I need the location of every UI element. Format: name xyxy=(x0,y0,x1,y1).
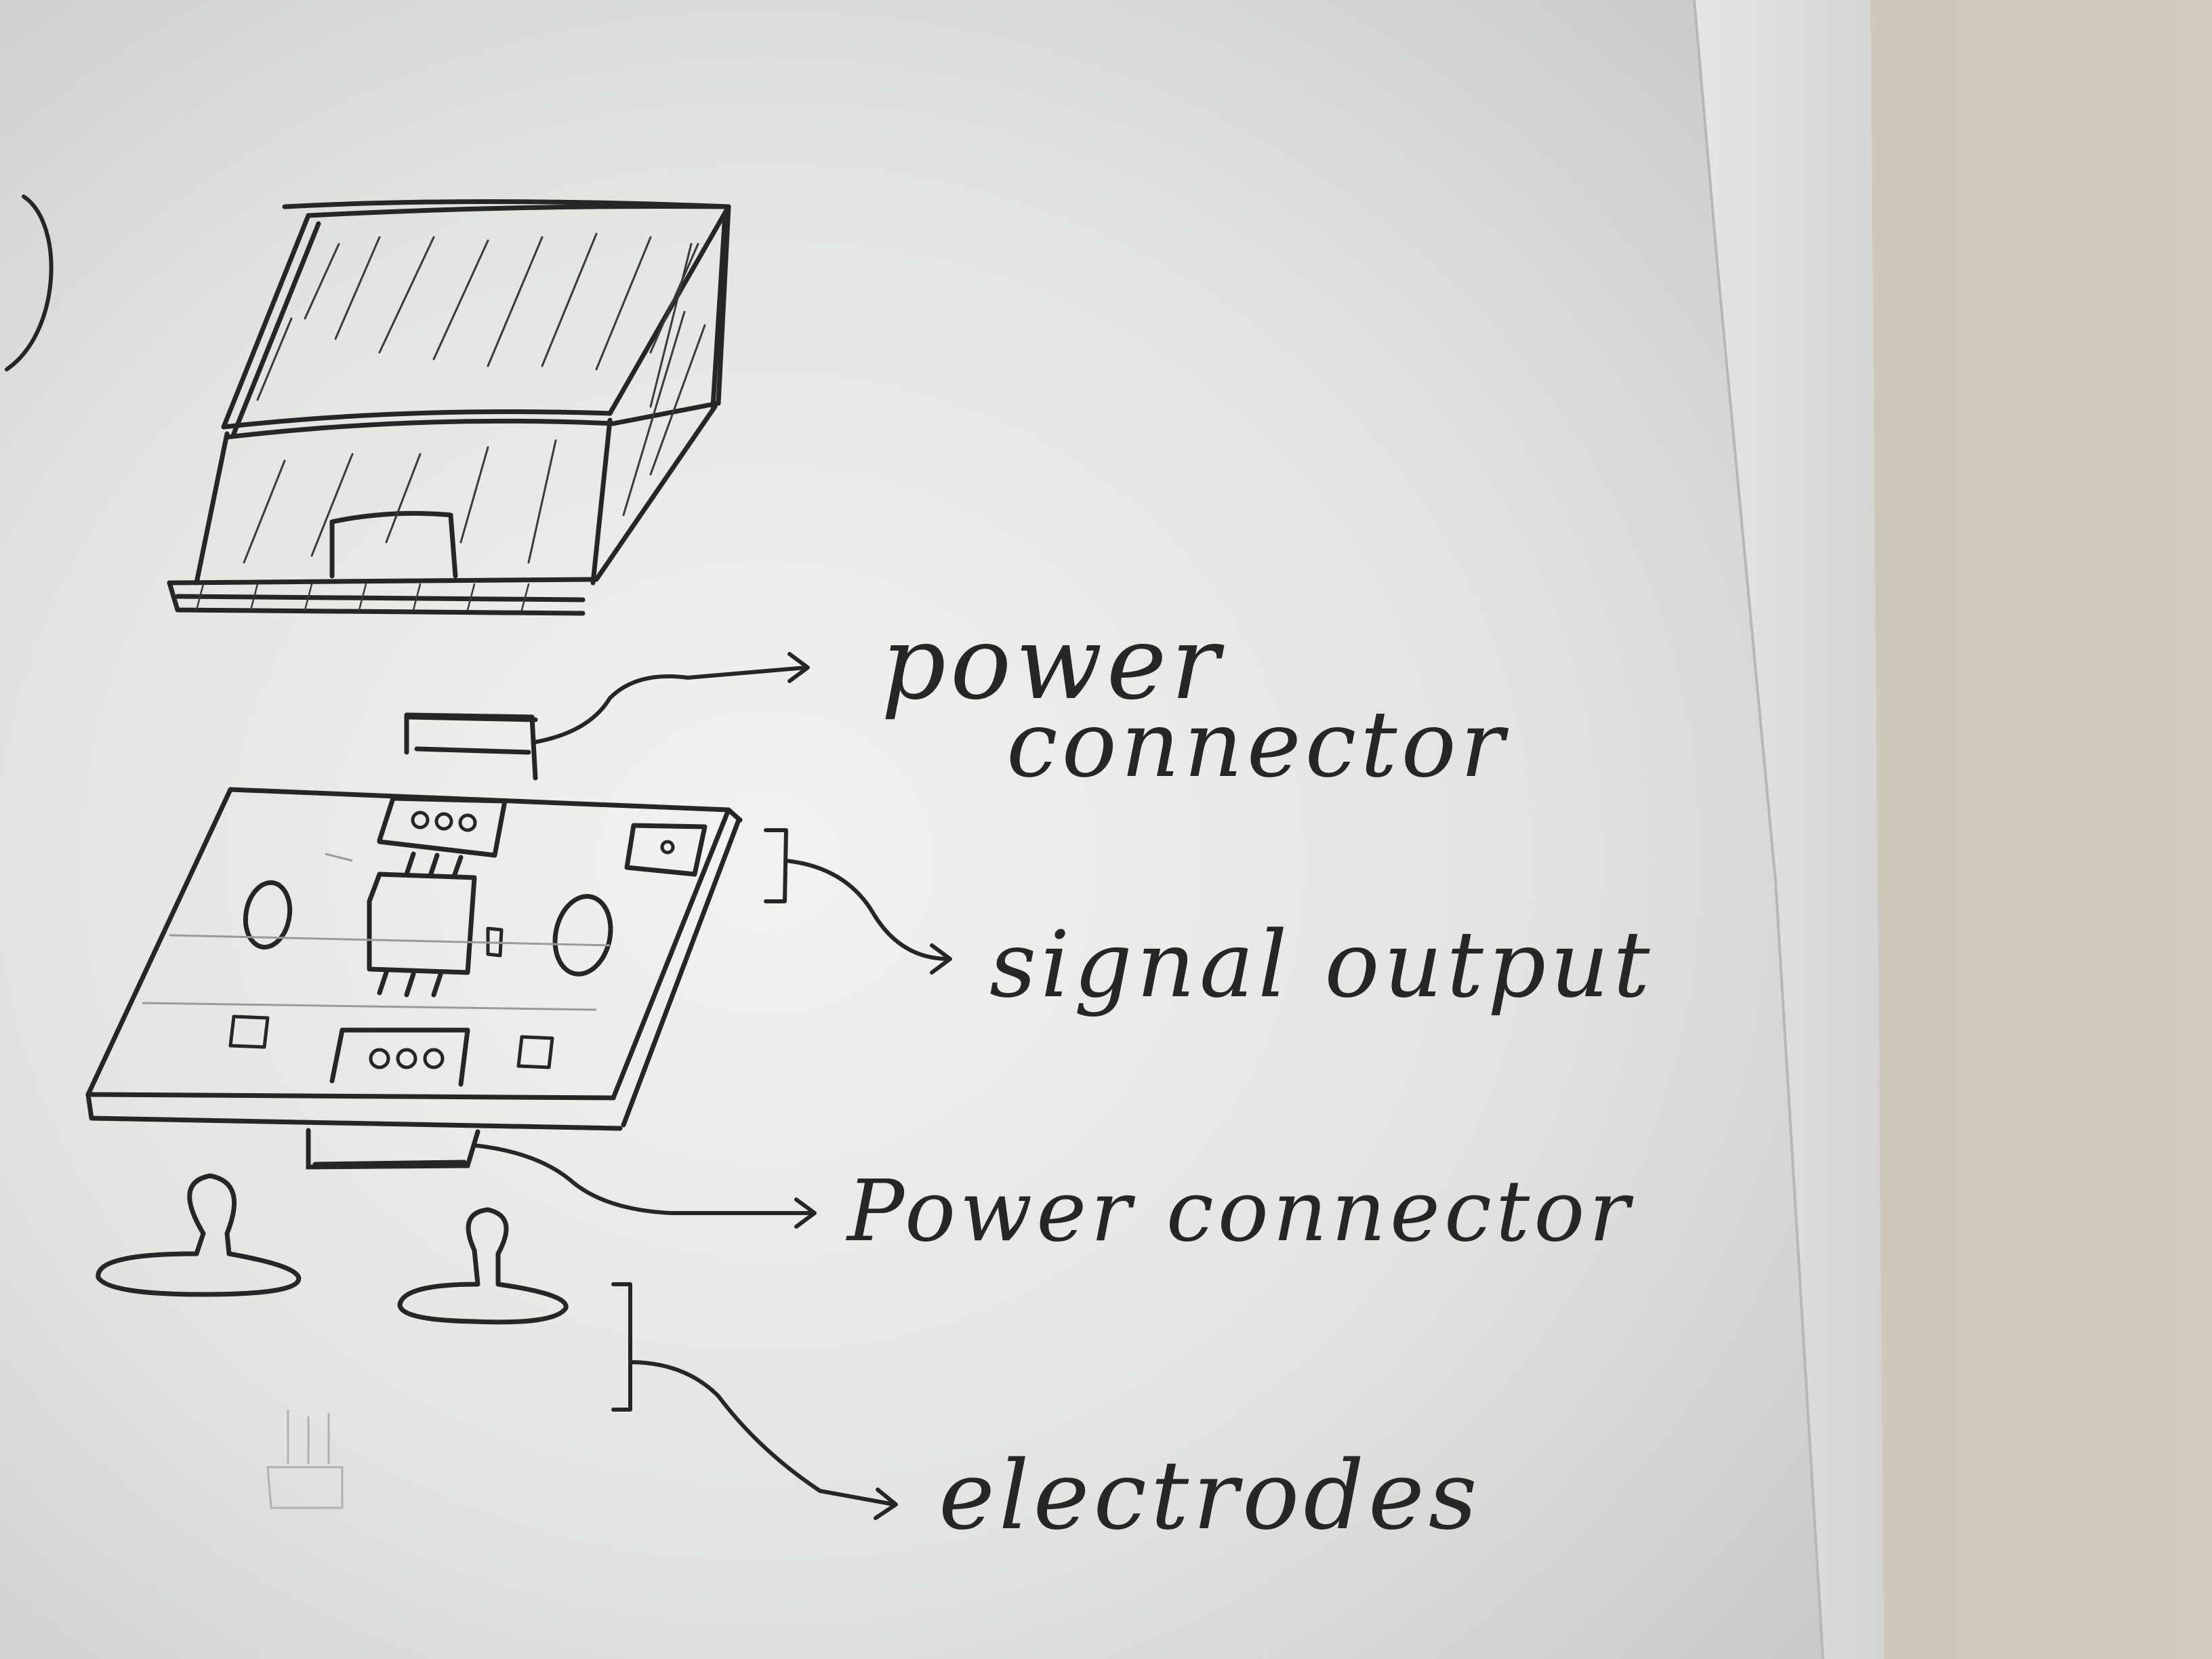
paper-sheet xyxy=(0,0,1823,1659)
label-top-power-connector-line2: connector xyxy=(1006,691,1509,798)
circuit-board-drawing xyxy=(85,787,743,1131)
faint-pencil-sketch xyxy=(266,1410,344,1509)
circuit-board-pencil-traces xyxy=(142,853,611,1011)
electrodes-bracket xyxy=(611,1282,632,1412)
signal-output-arrowhead xyxy=(930,943,952,975)
label-electrodes: electrodes xyxy=(939,1441,1481,1551)
bottom-power-connector-arrowhead xyxy=(794,1197,817,1229)
top-power-connector-arrow xyxy=(533,665,808,744)
electrodes-arrow xyxy=(628,1360,897,1507)
electrodes-arrowhead xyxy=(874,1488,898,1520)
signal-output-arrow xyxy=(784,859,951,961)
paper-fold-edge xyxy=(1693,0,1824,1659)
label-bottom-power-connector: Power connector xyxy=(846,1162,1633,1261)
top-power-connector-arrowhead xyxy=(787,652,810,683)
electrodes-drawing xyxy=(96,1173,569,1325)
bottom-power-connector-drawing xyxy=(306,1128,480,1170)
enclosure-lid-drawing xyxy=(167,199,731,616)
top-power-connector-drawing xyxy=(404,712,538,781)
label-signal-output: signal output xyxy=(989,912,1654,1018)
label-top-power-connector-line1: power xyxy=(881,605,1225,722)
signal-output-bracket xyxy=(764,828,788,903)
margin-parenthesis xyxy=(5,194,54,371)
bottom-power-connector-arrow xyxy=(472,1143,815,1215)
